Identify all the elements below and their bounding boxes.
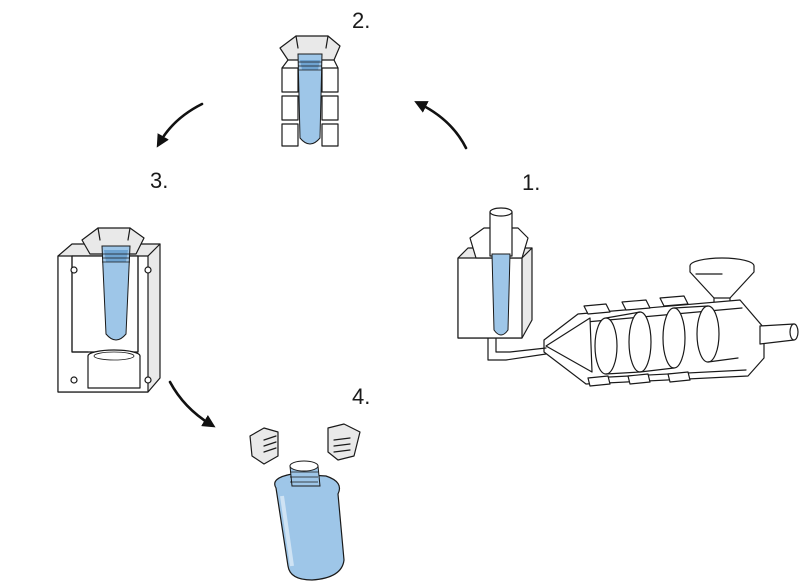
arrow-step3-to-step4 — [168, 380, 216, 428]
step-1-label: 1. — [522, 170, 540, 195]
conditioning-blocks — [281, 59, 339, 147]
step-3-blow-mold — [57, 227, 161, 393]
step-2-label: 2. — [352, 8, 370, 33]
step-4-label: 4. — [352, 384, 370, 409]
step-2-preform-conditioning — [279, 35, 341, 147]
runner — [487, 335, 547, 361]
step-3-label: 3. — [150, 168, 168, 193]
step-1-injection-unit — [457, 207, 799, 387]
injection-mold — [457, 207, 533, 339]
arrow-step2-to-step3 — [156, 102, 204, 148]
arrow-step1-to-step2 — [414, 101, 468, 150]
neck-clamp-left — [249, 427, 279, 465]
neck-clamp-right — [327, 423, 361, 461]
step-4-finished-bottle — [249, 423, 361, 581]
barrel-with-screw — [543, 295, 799, 387]
